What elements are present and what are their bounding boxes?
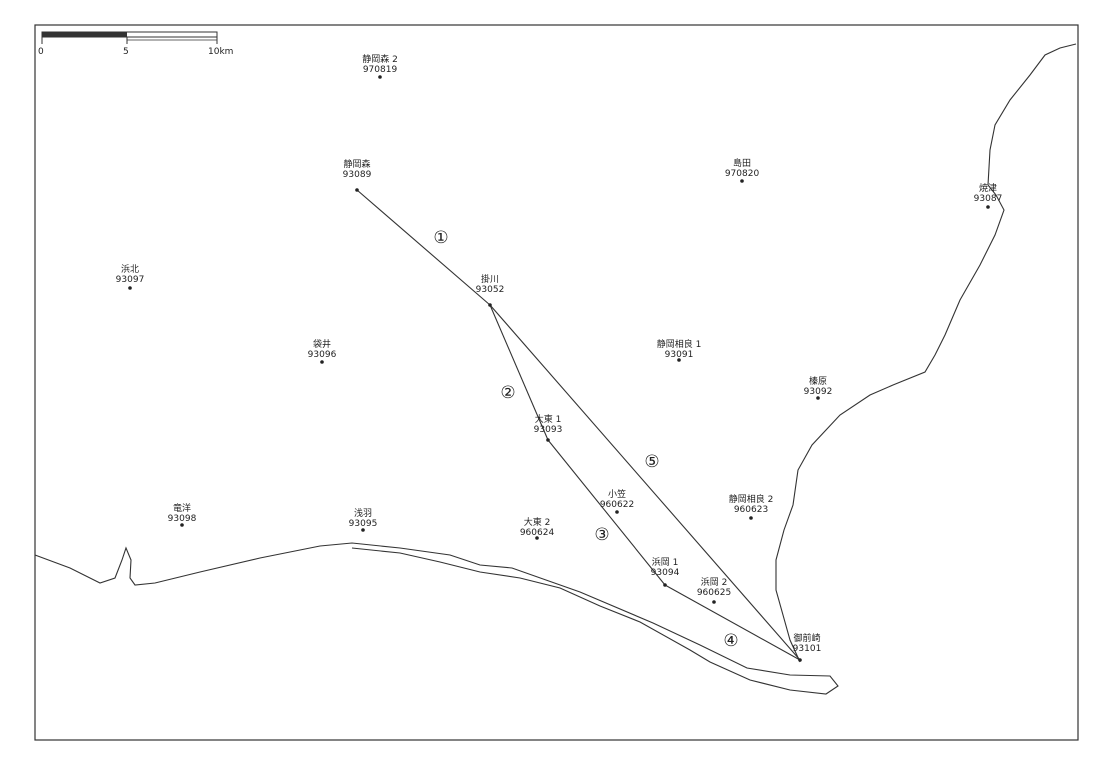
route-line: [356, 189, 491, 306]
station-code: 970820: [725, 169, 760, 179]
station-code: 960625: [697, 588, 731, 598]
station-name: 大東 1: [535, 413, 562, 425]
station-name: 大東 2: [524, 516, 551, 528]
station-name: 島田: [733, 157, 751, 169]
station-name: 小笠: [608, 488, 626, 500]
station-name: 静岡森 2: [362, 53, 398, 65]
station-dot: [816, 396, 820, 400]
station-code: 93095: [349, 519, 378, 529]
station-dot: [378, 75, 382, 79]
station-name: 静岡相良 1: [657, 338, 702, 350]
station-name: 静岡相良 2: [729, 493, 774, 505]
station-name: 浜岡 2: [701, 577, 728, 588]
station-dot: [712, 600, 716, 604]
scale-tick-10: 10km: [208, 47, 233, 57]
station-dot: [180, 523, 184, 527]
station-dot: [740, 179, 744, 183]
coastline-south: [34, 542, 839, 695]
station-name: 袋井: [313, 338, 331, 350]
station-code: 93091: [665, 350, 694, 360]
station-dot: [663, 583, 667, 587]
station-code: 93097: [116, 275, 145, 285]
station-dot: [320, 360, 324, 364]
route-number-2: ②: [500, 383, 515, 403]
station-name: 榛原: [809, 375, 827, 387]
station-code: 93098: [168, 514, 197, 524]
station-dot: [546, 438, 550, 442]
station-code: 93089: [343, 170, 372, 180]
station-code: 960622: [600, 500, 634, 510]
scale-tick-0: 0: [38, 47, 44, 57]
stations: 静岡森 2970819静岡森93089島田970820焼津93087浜北9309…: [116, 53, 1003, 662]
station-name: 浅羽: [354, 507, 372, 519]
station-dot: [535, 536, 539, 540]
coastline-east: [775, 43, 1077, 663]
scale-bar: 0 5 10km: [38, 31, 233, 57]
route-number-3: ③: [594, 525, 609, 545]
map-frame: [34, 24, 1079, 741]
station-dot: [355, 188, 359, 192]
station-code: 93092: [804, 387, 833, 397]
station-name: 静岡森: [343, 158, 370, 170]
station-dot: [749, 516, 753, 520]
station-code: 93101: [793, 644, 822, 654]
scale-tick-5: 5: [123, 47, 129, 57]
station-code: 970819: [363, 65, 398, 75]
station-code: 93096: [308, 350, 337, 360]
station-name: 焼津: [979, 183, 997, 194]
station-name: 竜洋: [173, 502, 191, 514]
station-code: 93093: [534, 425, 563, 435]
route-labels: ① ② ③ ④ ⑤: [433, 228, 738, 651]
route-line: [547, 439, 666, 586]
route-number-5: ⑤: [644, 452, 659, 472]
station-dot: [128, 286, 132, 290]
station-dot: [677, 358, 681, 362]
route-line: [664, 584, 801, 661]
route-number-4: ④: [723, 631, 738, 651]
route-line: [489, 304, 549, 441]
station-code: 960623: [734, 505, 768, 515]
route-number-1: ①: [433, 228, 448, 248]
station-code: 93087: [974, 194, 1003, 204]
station-name: 浜北: [121, 264, 139, 275]
station-dot: [986, 205, 990, 209]
station-dot: [615, 510, 619, 514]
station-code: 93052: [476, 285, 505, 295]
station-name: 御前崎: [793, 632, 820, 644]
station-code: 93094: [651, 568, 680, 578]
station-dot: [361, 528, 365, 532]
survey-routes: [356, 189, 801, 661]
station-code: 960624: [520, 528, 555, 538]
station-name: 浜岡 1: [652, 557, 679, 568]
station-name: 掛川: [481, 273, 499, 285]
station-dot: [488, 303, 492, 307]
station-dot: [798, 658, 802, 662]
route-line: [489, 304, 801, 661]
